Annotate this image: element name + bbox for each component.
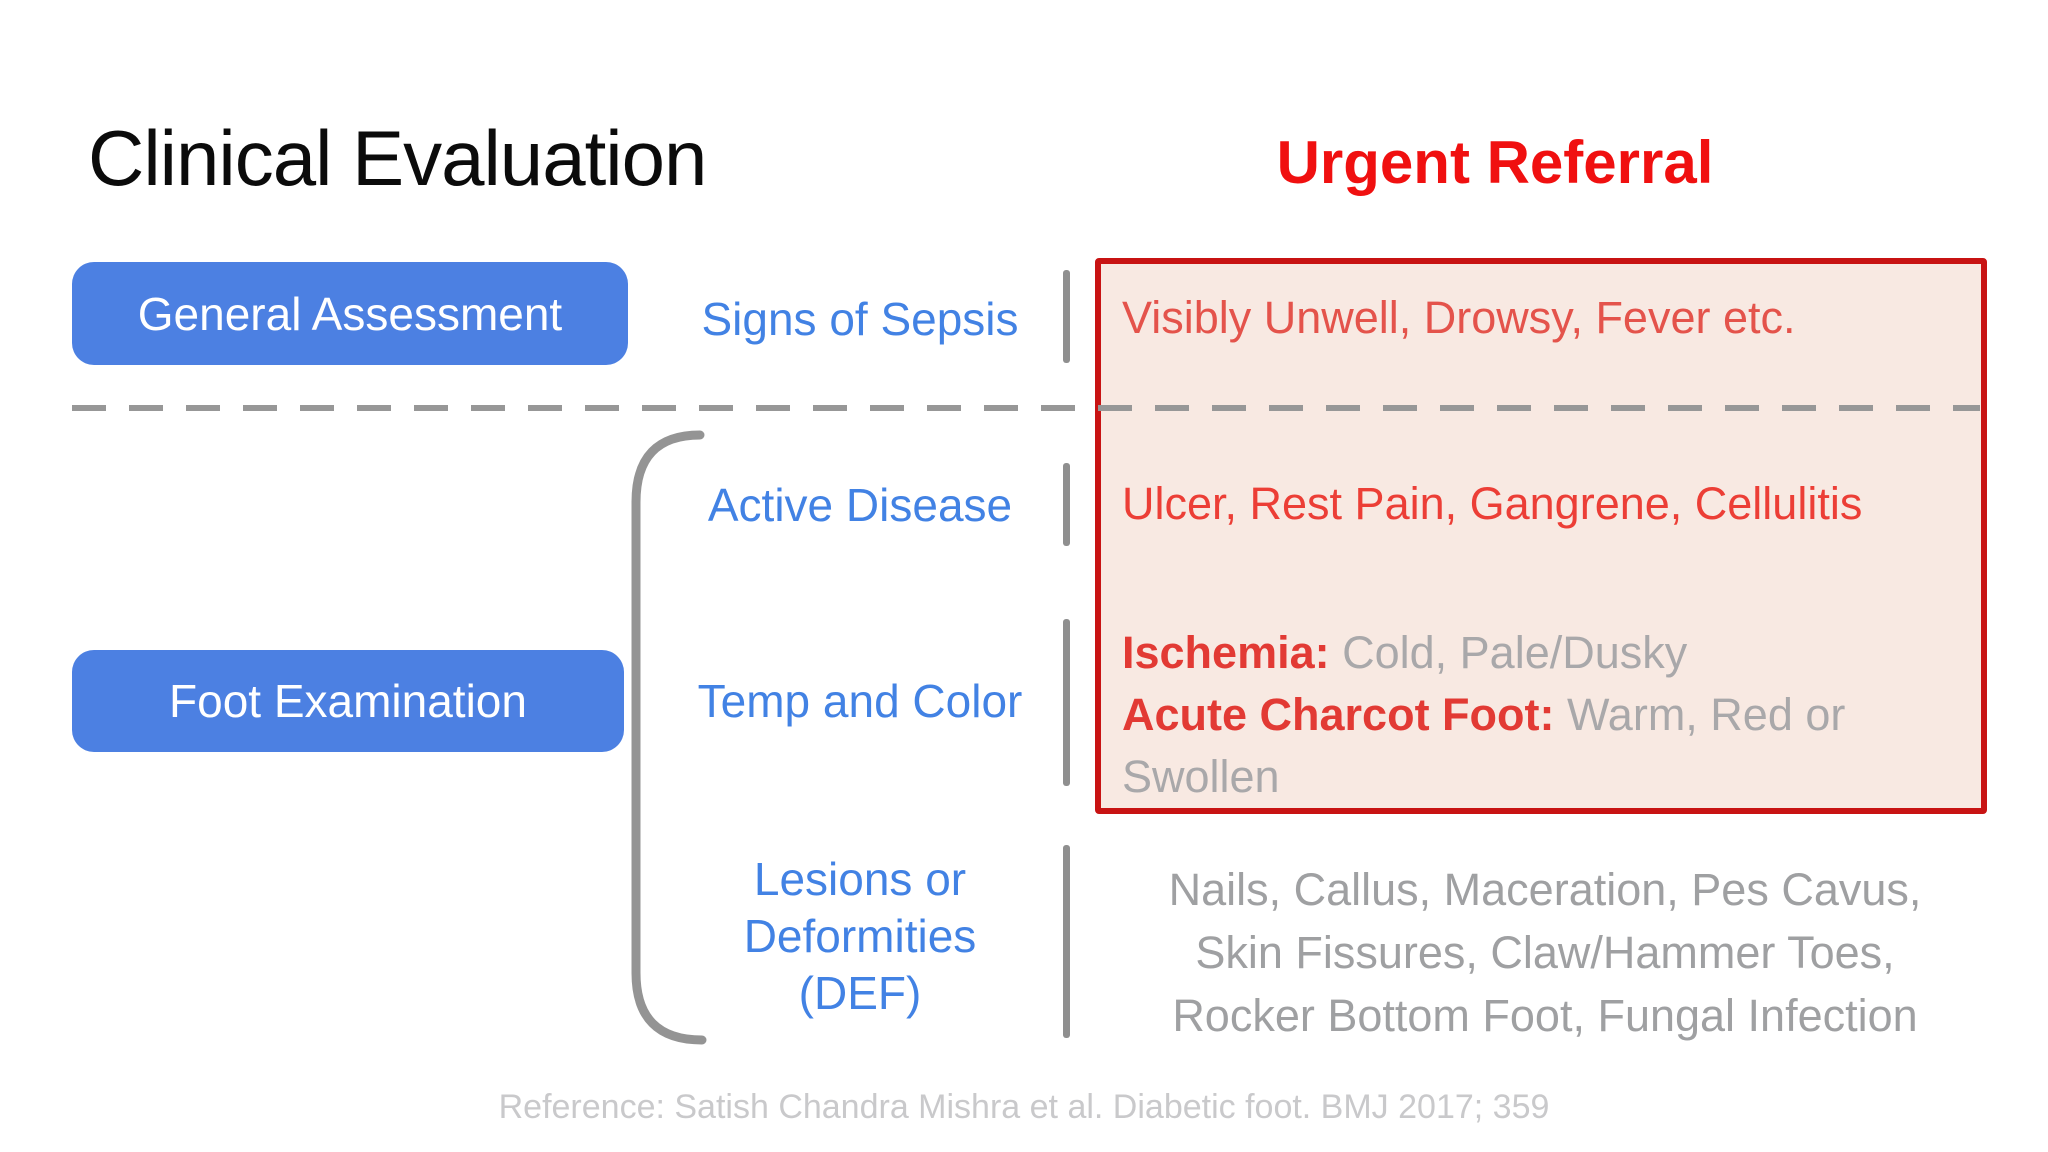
row-divider-bar-temp — [1063, 619, 1070, 786]
row-divider-bar-sepsis — [1063, 270, 1070, 363]
finding-temp-and-color: Ischemia: Cold, Pale/Dusky Acute Charcot… — [1122, 622, 1845, 808]
ischemia-line: Ischemia: Cold, Pale/Dusky — [1122, 622, 1845, 684]
finding-lesions-deformities: Nails, Callus, Maceration, Pes Cavus, Sk… — [1100, 858, 1990, 1047]
charcot-term: Acute Charcot Foot: — [1122, 689, 1555, 740]
finding-active-disease: Ulcer, Rest Pain, Gangrene, Cellulitis — [1122, 478, 1863, 529]
ischemia-desc: Cold, Pale/Dusky — [1329, 627, 1688, 678]
lesions-label-line3: (DEF) — [798, 967, 922, 1019]
lesions-finding-line2: Skin Fissures, Claw/Hammer Toes, — [1195, 927, 1895, 978]
page-title: Clinical Evaluation — [88, 114, 707, 202]
lesions-finding-line3: Rocker Bottom Foot, Fungal Infection — [1172, 990, 1918, 1041]
urgent-referral-heading: Urgent Referral — [1276, 129, 1714, 196]
charcot-desc: Warm, Red or — [1554, 689, 1846, 740]
section-dashed-divider — [72, 405, 1980, 411]
row-divider-bar-active — [1063, 463, 1070, 546]
urgent-referral-box — [1095, 258, 1987, 814]
lesions-label-line2: Deformities — [743, 910, 977, 962]
reference-citation: Reference: Satish Chandra Mishra et al. … — [498, 1088, 1550, 1126]
foot-examination-box: Foot Examination — [72, 650, 624, 752]
charcot-line-wrap: Swollen — [1122, 751, 1280, 802]
check-label-lesions-deformities: Lesions or Deformities (DEF) — [660, 851, 1060, 1022]
row-divider-bar-lesions — [1063, 845, 1070, 1038]
general-assessment-box: General Assessment — [72, 262, 628, 365]
lesions-label-line1: Lesions or — [753, 853, 967, 905]
check-label-temp-and-color: Temp and Color — [697, 675, 1023, 727]
finding-sepsis: Visibly Unwell, Drowsy, Fever etc. — [1122, 292, 1796, 343]
charcot-line: Acute Charcot Foot: Warm, Red or — [1122, 684, 1845, 746]
lesions-finding-line1: Nails, Callus, Maceration, Pes Cavus, — [1168, 864, 1922, 915]
ischemia-term: Ischemia: — [1122, 627, 1330, 678]
foot-examination-label: Foot Examination — [169, 675, 527, 727]
check-label-signs-of-sepsis: Signs of Sepsis — [701, 293, 1019, 345]
check-label-active-disease: Active Disease — [707, 479, 1013, 531]
foot-exam-brace — [631, 430, 707, 1045]
general-assessment-label: General Assessment — [137, 287, 563, 340]
